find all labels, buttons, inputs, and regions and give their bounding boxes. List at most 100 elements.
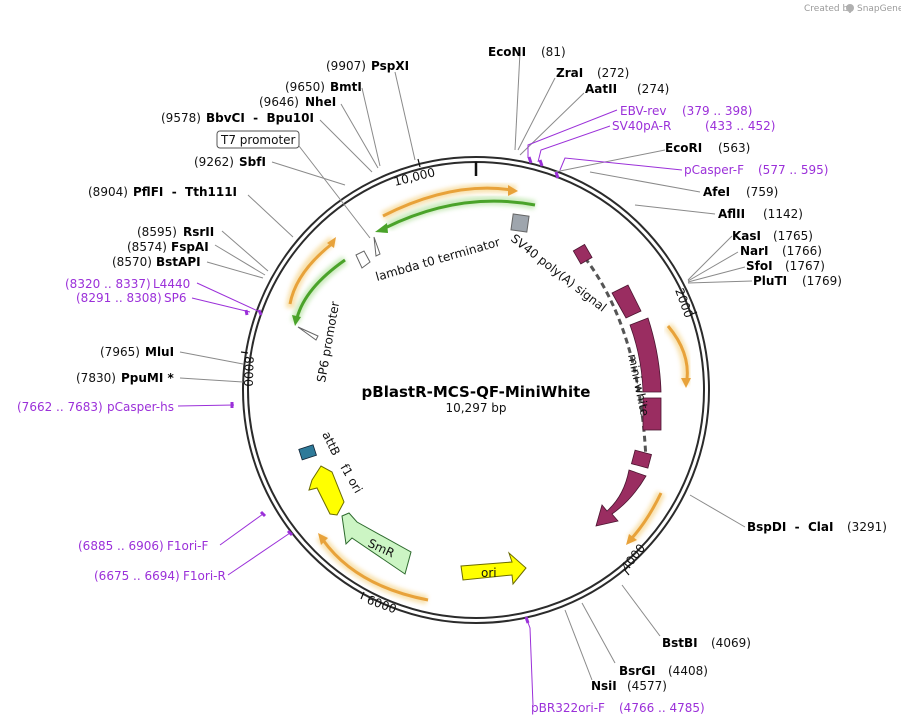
attb-box[interactable] [298,444,317,461]
primer-pbr322ori-f-range: (4766 .. 4785) [619,701,705,715]
enzyme-fspai-name[interactable]: FspAI [171,240,209,254]
enzyme-bstbi-name[interactable]: BstBI [662,636,698,650]
tick-10000 [417,158,421,168]
snapgene-brand: SnapGene [857,4,901,14]
sp6-promoter-mark[interactable] [297,326,319,341]
enzyme-bsrgi-name[interactable]: BsrGI [619,664,656,678]
leader-bpu10i [319,119,373,173]
green-top-arrowhead [375,223,388,233]
f1-ori-feature[interactable] [308,465,345,516]
orf-bottom-arrowhead [318,533,328,545]
enzyme-clai-name[interactable]: BspDI - ClaI [747,520,833,534]
leader-clai [689,494,746,528]
enzyme-nari-name[interactable]: NarI [740,244,769,258]
tick-label-10000: 10,000 [392,165,436,189]
primer-ebv-rev-name[interactable]: EBV-rev [620,104,666,118]
primer-f1ori-f-name[interactable]: F1ori-F [167,539,208,553]
tick-label-2000: 2000 [672,286,696,319]
enzyme-pspxi-pos: (9907) [326,59,366,73]
enzyme-mlui-name[interactable]: MluI [145,345,174,359]
enzyme-pluti-name[interactable]: PluTI [753,274,787,288]
smr-feature[interactable] [341,512,412,575]
primer-leader-ebv-rev [527,109,618,158]
enzyme-nhei-name[interactable]: NheI [305,95,336,109]
enzyme-sfoi-name[interactable]: SfoI [746,259,773,273]
enzyme-sbfi-name[interactable]: SbfI [239,155,266,169]
primer-leader-pbr322ori-f [526,619,534,706]
enzyme-aatii-name[interactable]: AatII [585,82,617,96]
primer-pcasper-f-name[interactable]: pCasper-F [684,163,744,177]
leader-nhei [340,103,379,169]
green-left-arrow[interactable] [295,258,346,319]
tick-label-4000: 4000 [618,541,648,574]
tick-label-8000: 8000 [241,356,256,387]
enzyme-fspai-pos: (8574) [127,240,167,254]
leader-sfoi [687,266,746,283]
enzyme-pspxi-name[interactable]: PspXI [371,59,409,73]
leader-ecori [554,149,666,173]
orf-right-arrowhead [681,378,691,388]
enzyme-bmti-name[interactable]: BmtI [330,80,362,94]
enzyme-clai-pos: (3291) [847,520,887,534]
leader-afei [589,171,701,193]
t7-promoter-mark[interactable] [355,250,371,269]
enzyme-tth111i-name[interactable]: PflFI - Tth111I [133,185,237,199]
primer-mark-l4440 [257,309,263,316]
orf-bottom-arrow[interactable] [321,539,429,602]
leader-pluti [687,280,753,284]
primer-f1ori-r-range: (6675 .. 6694) [94,569,180,583]
created-by-credit: Created by [804,4,854,14]
plasmid-length: 10,297 bp [445,401,506,415]
primer-mark-pbr322ori-f [524,616,530,624]
lambda-terminator-mark[interactable] [373,236,381,257]
orf-lower-right-arrowhead [626,534,637,545]
sv40-polya-box[interactable] [510,213,530,233]
primer-mark-f1ori-f [259,510,267,518]
enzyme-ppumi-name[interactable]: PpuMI * [121,371,175,385]
leader-bmti [361,87,381,167]
orf-top-arrowhead [508,185,518,196]
enzyme-nsii-name[interactable]: NsiI [591,679,617,693]
primer-mark-f1ori-r [286,529,294,537]
orf-left-arrow[interactable] [288,241,334,305]
leader-aatii [519,92,585,156]
leader-rsrii [221,230,269,272]
primer-pbr322ori-f-name[interactable]: pBR322ori-F [531,701,605,715]
enzyme-zrai-name[interactable]: ZraI [556,66,583,80]
primer-pcasper-hs-range: (7662 .. 7683) [17,400,103,414]
enzyme-ecori-name[interactable]: EcoRI [665,141,702,155]
primer-l4440-name[interactable]: L4440 [153,277,190,291]
enzyme-kasi-name[interactable]: KasI [732,229,761,243]
enzyme-kasi-pos: (1765) [773,229,813,243]
ori-feature[interactable] [460,551,527,586]
orf-left-arrowhead [327,237,336,248]
primer-ebv-rev-range: (379 .. 398) [682,104,752,118]
f1-ori-label: f1 ori [337,462,365,496]
orf-right-arrow[interactable] [666,325,689,381]
mini-white-gene[interactable] [572,243,662,527]
t7-promoter-label-box[interactable]: T7 promoter [216,130,300,149]
enzyme-nsii-pos: (4577) [627,679,667,693]
primer-mark-sp6 [244,309,249,316]
enzyme-pluti-pos: (1769) [802,274,842,288]
enzyme-econi-name[interactable]: EcoNI [488,45,526,59]
enzyme-aflii-name[interactable]: AflII [718,207,745,221]
primer-sv40pa-r-name[interactable]: SV40pA-R [612,119,671,133]
enzyme-aatii-pos: (274) [637,82,669,96]
orf-lower-right-arrow[interactable] [630,492,663,539]
primer-f1ori-r-name[interactable]: F1ori-R [183,569,226,583]
enzyme-bpu10i-name[interactable]: BbvCI - Bpu10I [206,111,314,125]
tick-2000 [689,311,698,316]
enzyme-afei-name[interactable]: AfeI [703,185,730,199]
primer-sp6-name[interactable]: SP6 [164,291,187,305]
leader-tth111i [247,194,294,238]
primer-pcasper-hs-name[interactable]: pCasper-hs [107,400,174,414]
enzyme-rsrii-name[interactable]: RsrII [183,225,214,239]
enzyme-bsrgi-pos: (4408) [668,664,708,678]
orf-top-arrow[interactable] [382,186,513,218]
leader-econi [514,51,521,151]
lambda-terminator-label: lambda t0 terminator [374,235,502,284]
enzyme-aflii-pos: (1142) [763,207,803,221]
enzyme-bstapi-name[interactable]: BstAPI [156,255,201,269]
green-top-arrow[interactable] [384,199,536,230]
